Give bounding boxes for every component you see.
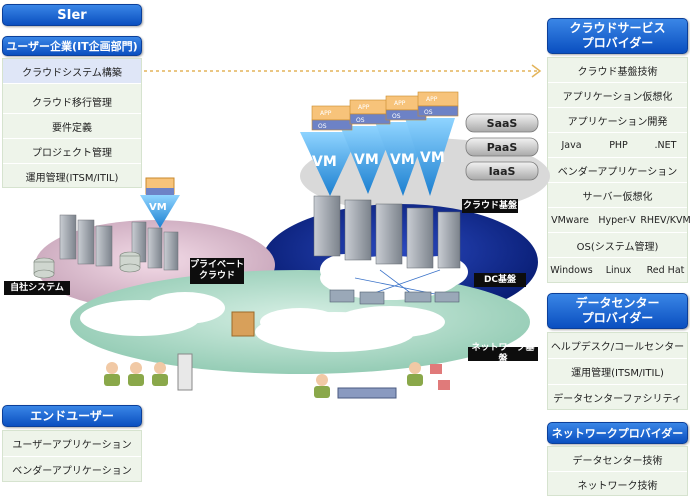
os-label: OS <box>392 113 401 120</box>
list-item: OS(システム管理) <box>548 233 687 258</box>
storage-cylinders <box>33 251 141 279</box>
private-vm-label: VM <box>149 202 167 213</box>
private-vm <box>140 177 180 228</box>
os-cell: Red Hat <box>646 265 685 276</box>
dc-header: データセンター プロバイダー <box>547 293 688 329</box>
lang-cell: Java <box>561 139 582 151</box>
list-item: プロジェクト管理 <box>3 139 141 164</box>
os-row: Windows Linux Red Hat <box>548 258 687 284</box>
net-header: ネットワークプロバイダー <box>547 422 688 444</box>
network-cloud <box>80 292 445 352</box>
list-item: 要件定義 <box>3 114 141 139</box>
list-item: クラウド基盤技術 <box>548 58 687 83</box>
user-corp-header: ユーザー企業(IT企画部門) <box>2 36 142 56</box>
dotted-arrow <box>144 64 542 78</box>
app-label: APP <box>426 96 438 103</box>
vm-label: VM <box>420 150 445 166</box>
lang-row: Java PHP .NET <box>548 133 687 158</box>
list-item: サーバー仮想化 <box>548 183 687 208</box>
list-item: 運用管理(ITSM/ITIL) <box>3 164 141 189</box>
os-label: OS <box>424 109 433 116</box>
sier-header: SIer <box>2 4 142 26</box>
end-users <box>104 353 450 399</box>
dc-equipment <box>329 289 460 305</box>
vm-label: VM <box>312 154 337 170</box>
app-label: APP <box>394 100 406 107</box>
os-label: OS <box>318 123 327 130</box>
end-user-header: エンドユーザー <box>2 405 142 427</box>
list-item: アプリケーション仮想化 <box>548 83 687 108</box>
network-base-tag: ネットワーク基盤 <box>468 343 538 364</box>
cloud-vms <box>300 118 455 196</box>
app-label: APP <box>358 104 370 111</box>
virt-cell: RHEV/KVM <box>640 214 690 226</box>
list-item: アプリケーション開発 <box>548 108 687 133</box>
lang-cell: .NET <box>654 139 677 151</box>
list-item: データセンター技術 <box>548 447 687 472</box>
virt-row: VMware Hyper-V RHEV/KVM <box>548 208 690 233</box>
list-item: クラウド移行管理 <box>3 89 141 114</box>
list-item: ベンダーアプリケーション <box>3 457 141 483</box>
service-pills <box>465 113 539 181</box>
dc-panel: ヘルプデスク/コールセンター 運用管理(ITSM/ITIL) データセンターファ… <box>547 332 688 411</box>
end-user-panel: ユーザーアプリケーション ベンダーアプリケーション <box>2 430 142 483</box>
virt-cell: VMware <box>551 214 589 226</box>
cloud-build-item: クラウドシステム構築 <box>3 59 141 84</box>
list-item: ネットワーク技術 <box>548 472 687 497</box>
app-label: APP <box>320 110 332 117</box>
list-item: データセンターファシリティ <box>548 385 687 411</box>
cloud-base-tag: クラウド基盤 <box>462 199 518 213</box>
os-label: OS <box>356 117 365 124</box>
paas-label: PaaS <box>487 141 518 154</box>
firewall <box>231 311 255 337</box>
own-system-servers <box>59 214 179 271</box>
os-cell: Windows <box>550 265 593 276</box>
private-cloud-tag: プライベート クラウド <box>190 258 244 284</box>
user-corp-panel: クラウドシステム構築 クラウド移行管理 要件定義 プロジェクト管理 運用管理(I… <box>2 58 142 189</box>
app-stacks <box>311 91 459 131</box>
os-cell: Linux <box>605 265 632 276</box>
csp-header: クラウドサービス プロバイダー <box>547 18 688 54</box>
cloud-servers <box>313 195 461 269</box>
vm-label: VM <box>390 152 415 168</box>
own-system-tag: 自社システム <box>4 281 70 295</box>
list-item: ベンダーアプリケーション <box>548 158 687 183</box>
list-item: 運用管理(ITSM/ITIL) <box>548 359 687 385</box>
saas-label: SaaS <box>487 117 518 130</box>
csp-panel: クラウド基盤技術 アプリケーション仮想化 アプリケーション開発 Java PHP… <box>547 57 690 284</box>
net-panel: データセンター技術 ネットワーク技術 <box>547 446 688 497</box>
dc-base-tag: DC基盤 <box>474 273 526 287</box>
list-item: ヘルプデスク/コールセンター <box>548 333 687 359</box>
list-item: ユーザーアプリケーション <box>3 431 141 457</box>
iaas-label: IaaS <box>489 165 516 178</box>
vm-label: VM <box>354 152 379 168</box>
vm-labels: VM VM VM VM <box>312 150 445 170</box>
virt-cell: Hyper-V <box>598 214 636 226</box>
lang-cell: PHP <box>609 139 628 151</box>
